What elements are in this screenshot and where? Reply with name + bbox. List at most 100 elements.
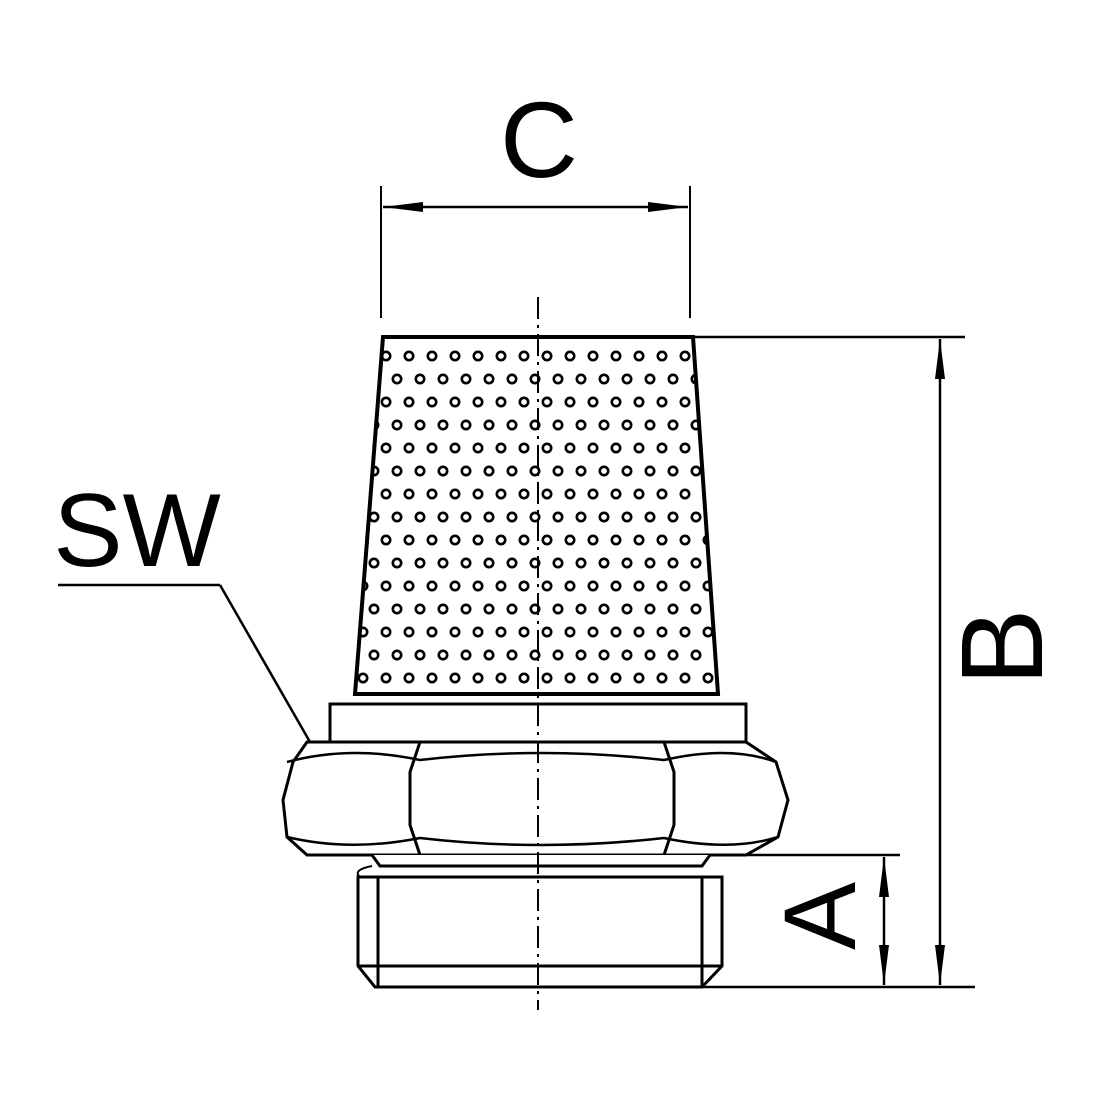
perforation-hole (483, 649, 495, 661)
hex-nut (281, 740, 790, 857)
perforation-hole (644, 557, 656, 569)
perforation-hole (506, 603, 518, 615)
perforation-hole (495, 534, 507, 546)
perforation-hole (426, 626, 438, 638)
perforation-hole (449, 580, 461, 592)
perforation-hole (355, 419, 357, 431)
perforation-hole (426, 580, 438, 592)
perforation-hole (621, 419, 633, 431)
perforation-hole (472, 626, 484, 638)
perforation-hole (587, 442, 599, 454)
perforation-hole (702, 396, 714, 408)
perforation-hole (391, 557, 403, 569)
perforation-hole (598, 465, 610, 477)
perforation-hole (552, 603, 564, 615)
perforation-hole (426, 488, 438, 500)
perforation-hole (506, 511, 518, 523)
perforation-hole (380, 580, 392, 592)
perforation-hole (564, 534, 576, 546)
perforation-hole (552, 465, 564, 477)
perforation-hole (667, 419, 679, 431)
perforation-hole (541, 534, 553, 546)
perforation-hole (679, 350, 691, 362)
perforation-hole (621, 465, 633, 477)
perforation-hole (506, 557, 518, 569)
perforation-hole (587, 534, 599, 546)
perforation-hole (483, 511, 495, 523)
perforation-hole (529, 649, 541, 661)
perforation-hole (460, 649, 472, 661)
perforation-hole (575, 465, 587, 477)
perforation-hole (587, 580, 599, 592)
perforation-hole (518, 442, 530, 454)
perforation-hole (552, 511, 564, 523)
perforation-hole (357, 442, 369, 454)
perforation-hole (355, 511, 357, 523)
perforation-hole (414, 603, 426, 615)
perforation-hole (495, 672, 507, 684)
dimension-a (746, 853, 900, 985)
perforation-hole (357, 488, 369, 500)
perforation-hole (575, 649, 587, 661)
perforation-hole (598, 373, 610, 385)
dimension-b-label: B (937, 608, 1067, 685)
perforation-hole (598, 419, 610, 431)
perforation-hole (336, 582, 344, 590)
perforation-hole (621, 557, 633, 569)
perforation-hole (506, 649, 518, 661)
perforation-hole (518, 580, 530, 592)
perforation-hole (414, 511, 426, 523)
perforation-hole (460, 603, 472, 615)
perforation-hole (449, 488, 461, 500)
perforation-hole (391, 465, 403, 477)
perforation-hole (690, 511, 702, 523)
perforation-hole (575, 603, 587, 615)
perforation-hole (679, 396, 691, 408)
perforation-hole (541, 488, 553, 500)
perforation-hole (437, 373, 449, 385)
perforation-hole (355, 465, 357, 477)
perforation-hole (564, 580, 576, 592)
perforation-hole (552, 557, 564, 569)
perforation-hole (621, 649, 633, 661)
perforation-hole (472, 534, 484, 546)
perforation-hole (460, 373, 472, 385)
perforation-hole (391, 511, 403, 523)
perforation-hole (690, 603, 702, 615)
perforation-hole (336, 628, 344, 636)
perforation-hole (355, 373, 357, 385)
perforation-hole (564, 488, 576, 500)
perforation-hole (518, 396, 530, 408)
perforation-hole (449, 442, 461, 454)
perforation-hole (679, 626, 691, 638)
perforation-hole (702, 626, 714, 638)
perforation-hole (656, 672, 668, 684)
perforation-hole (679, 580, 691, 592)
perforation-hole (621, 511, 633, 523)
perforation-hole (506, 465, 518, 477)
perforation-hole (529, 511, 541, 523)
perforation-hole (529, 465, 541, 477)
perforation-hole (414, 465, 426, 477)
perforation-hole (483, 465, 495, 477)
perforation-hole (380, 626, 392, 638)
perforation-hole (667, 465, 679, 477)
perforation-hole (380, 350, 392, 362)
perforation-hole (644, 649, 656, 661)
perforation-hole (713, 373, 718, 385)
perforation-hole (633, 488, 645, 500)
perforation-hole (713, 649, 718, 661)
perforation-hole (644, 603, 656, 615)
perforation-hole (679, 488, 691, 500)
perforation-hole (437, 649, 449, 661)
perforation-hole (336, 352, 344, 360)
perforation-hole (414, 373, 426, 385)
perforation-hole (518, 626, 530, 638)
perforation-hole (633, 672, 645, 684)
perforation-hole (403, 396, 415, 408)
perforation-hole (679, 534, 691, 546)
perforation-hole (437, 465, 449, 477)
perforation-hole (518, 534, 530, 546)
perforation-hole (357, 672, 369, 684)
perforation-hole (552, 419, 564, 431)
